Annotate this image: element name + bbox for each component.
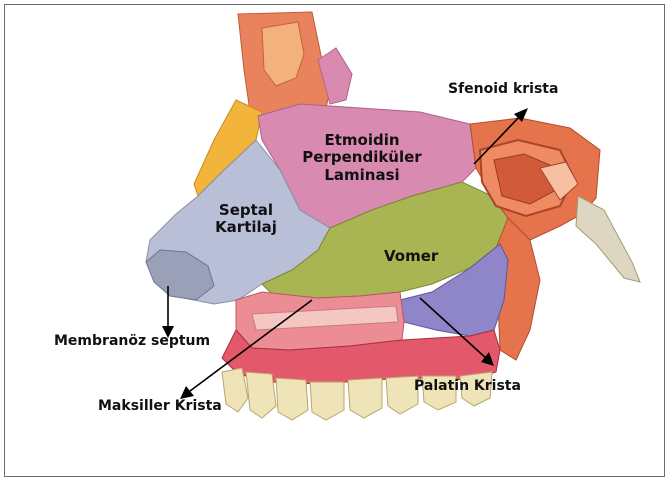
- sfenoid-krista-label: Sfenoid krista: [448, 81, 558, 97]
- tooth: [310, 382, 344, 420]
- tooth: [276, 378, 308, 420]
- septal-kartilaj-label: Septal Kartilaj: [206, 202, 286, 237]
- etmoid-label: Etmoidin Perpendiküler Laminasi: [302, 132, 422, 184]
- maksiller-krista-label: Maksiller Krista: [98, 398, 222, 414]
- etmoid-label-line-1: Etmoidin: [302, 132, 422, 149]
- etmoid-label-line-3: Laminasi: [302, 167, 422, 184]
- membranoz-septum-label: Membranöz septum: [54, 333, 210, 349]
- palatin-krista-label: Palatin Krista: [414, 378, 521, 394]
- septal-label-line-1: Septal: [206, 202, 286, 219]
- tooth: [348, 378, 382, 418]
- tooth: [246, 372, 276, 418]
- etmoid-label-line-2: Perpendiküler: [302, 149, 422, 166]
- pterygoid-process: [576, 196, 640, 282]
- vomer-label: Vomer: [384, 248, 438, 265]
- septal-label-line-2: Kartilaj: [206, 219, 286, 236]
